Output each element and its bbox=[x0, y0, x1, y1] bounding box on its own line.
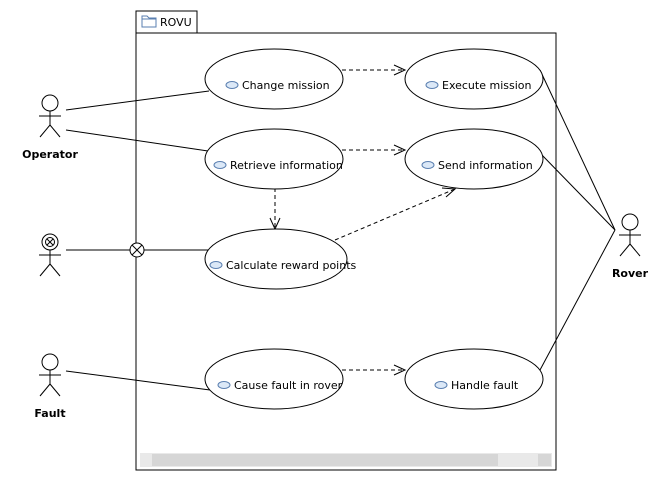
usecase-label: Handle fault bbox=[451, 379, 519, 392]
crossed-circle-icon bbox=[129, 242, 145, 258]
actor-unnamed[interactable] bbox=[39, 233, 61, 277]
package-name: ROVU bbox=[160, 16, 192, 29]
stick-figure-icon bbox=[619, 213, 641, 257]
usecase-icon bbox=[225, 81, 239, 89]
folder-icon bbox=[141, 15, 157, 28]
usecase-icon bbox=[213, 161, 227, 169]
actor-label: Operator bbox=[22, 148, 78, 161]
actor-operator[interactable]: Operator bbox=[22, 94, 78, 161]
usecase-icon bbox=[217, 381, 231, 389]
stick-figure-icon bbox=[39, 353, 61, 397]
assoc-send-information-rover bbox=[539, 152, 616, 231]
usecase-icon bbox=[209, 261, 223, 269]
usecase-handle-fault[interactable]: Handle fault bbox=[404, 348, 544, 410]
usecase-cause-fault-in-rover[interactable]: Cause fault in rover bbox=[204, 348, 344, 410]
usecase-calculate-reward-points[interactable]: Calculate reward points bbox=[204, 228, 357, 290]
dependency-change-to-execute bbox=[342, 64, 407, 76]
usecase-retrieve-information[interactable]: Retrieve information bbox=[204, 128, 344, 190]
stick-figure-icon bbox=[39, 233, 61, 277]
usecase-icon bbox=[425, 81, 439, 89]
usecase-icon bbox=[421, 161, 435, 169]
usecase-label: Change mission bbox=[242, 79, 330, 92]
actor-label: Rover bbox=[612, 267, 649, 280]
usecase-label: Retrieve information bbox=[230, 159, 343, 172]
usecase-icon bbox=[434, 381, 448, 389]
scrollbar-end-button[interactable] bbox=[538, 454, 551, 466]
usecase-label: Execute mission bbox=[442, 79, 532, 92]
stick-figure-icon bbox=[39, 94, 61, 138]
usecase-label: Cause fault in rover bbox=[234, 379, 343, 392]
actor-label: Fault bbox=[34, 407, 65, 420]
crossed-circle-icon bbox=[45, 237, 55, 247]
usecase-send-information[interactable]: Send information bbox=[404, 128, 544, 190]
actor-rover[interactable]: Rover bbox=[612, 213, 649, 280]
assoc-execute-mission-rover bbox=[539, 69, 616, 231]
actor-fault[interactable]: Fault bbox=[34, 353, 66, 420]
usecase-label: Send information bbox=[438, 159, 533, 172]
usecase-execute-mission[interactable]: Execute mission bbox=[404, 48, 544, 110]
assoc-operator-retrieve-information bbox=[65, 129, 209, 152]
usecase-label: Calculate reward points bbox=[226, 259, 357, 272]
assoc-fault-cause-fault bbox=[65, 370, 211, 391]
dependency-retrieve-to-send bbox=[342, 144, 407, 156]
dependencies bbox=[269, 64, 457, 376]
assoc-operator-change-mission bbox=[65, 90, 210, 111]
dependency-cause-to-handle bbox=[342, 364, 407, 376]
usecase-change-mission[interactable]: Change mission bbox=[204, 48, 344, 110]
dependency-calculate-to-send bbox=[334, 187, 457, 241]
assoc-handle-fault-rover bbox=[539, 229, 616, 371]
scrollbar-thumb[interactable] bbox=[152, 454, 498, 466]
